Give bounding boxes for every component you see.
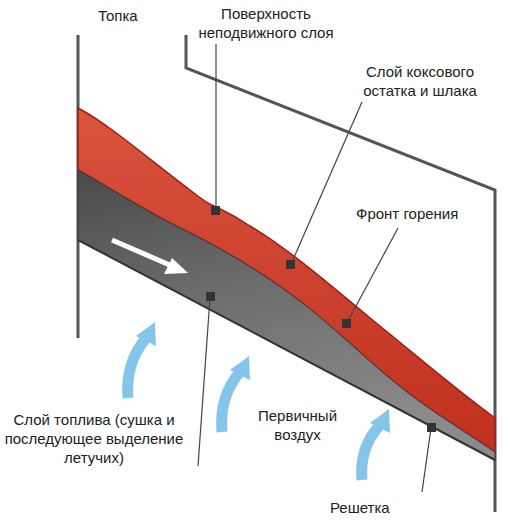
grate-label: Решетка	[330, 498, 390, 517]
combustion-front-label: Фронт горения	[356, 204, 458, 223]
air-arrows	[128, 338, 380, 480]
surface-label: Поверхность неподвижного слоя	[196, 4, 336, 42]
movement-arrow	[112, 240, 172, 266]
furnace-label: Топка	[98, 6, 138, 25]
primary-air-label: Первичный воздух	[250, 406, 345, 444]
leader-lines	[198, 44, 431, 492]
coke-layer	[78, 108, 495, 452]
fuel-bed-label: Слой топлива (сушка и последующее выделе…	[4, 410, 184, 467]
marker-dots	[206, 206, 436, 432]
coke-layer-label: Слой коксового остатка и шлака	[355, 62, 485, 100]
arrow-head	[164, 258, 188, 274]
